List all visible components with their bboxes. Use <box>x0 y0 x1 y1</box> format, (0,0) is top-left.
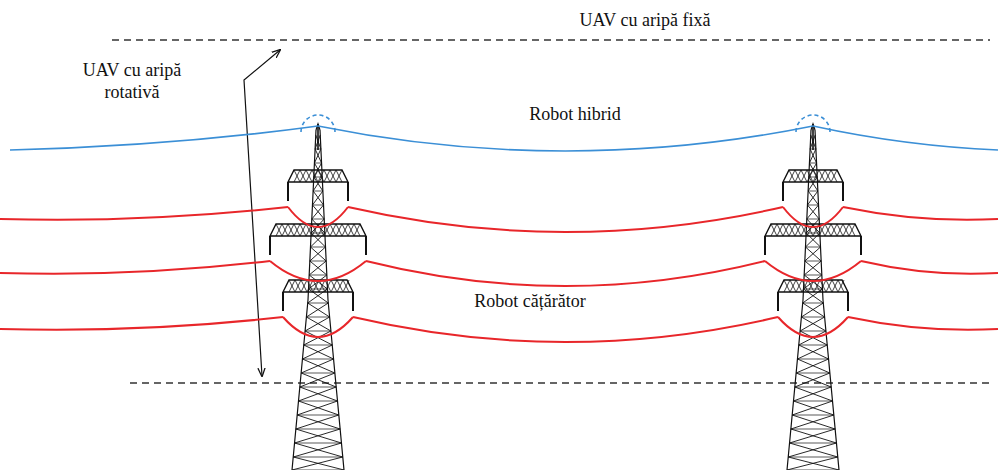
phase-conductor <box>288 207 348 227</box>
phase-conductor <box>270 261 366 281</box>
rotary-range-arrow <box>244 50 280 376</box>
phase-conductor <box>0 261 270 274</box>
phase-conductor <box>348 207 783 232</box>
fixed-wing-altitude-line <box>112 39 990 41</box>
crossing-arc <box>796 115 830 132</box>
zone-label: UAV cu aripă fixă <box>545 10 745 32</box>
wires <box>0 115 998 342</box>
range-label: UAV cu aripă rotativă <box>62 60 202 103</box>
ground-wire <box>10 126 318 150</box>
lower-altitude-line <box>130 382 990 384</box>
phase-conductor <box>843 207 998 220</box>
phase-conductor <box>765 261 861 281</box>
ground-wire <box>813 126 998 150</box>
zone-label: Robot cățărător <box>450 291 610 313</box>
lattice-tower <box>765 124 861 470</box>
phase-conductor <box>0 207 288 220</box>
zone-label: Robot hibrid <box>495 104 655 126</box>
phase-conductor <box>778 317 848 337</box>
towers <box>270 124 861 470</box>
phase-conductor <box>283 317 353 337</box>
phase-conductor <box>353 317 778 342</box>
phase-conductor <box>848 317 998 330</box>
crossing-arc <box>301 115 335 132</box>
phase-conductor <box>783 207 843 227</box>
ground-wire <box>318 126 813 151</box>
phase-conductor <box>366 261 765 286</box>
phase-conductor <box>861 261 998 274</box>
lattice-tower <box>270 124 366 470</box>
phase-conductor <box>0 317 283 330</box>
